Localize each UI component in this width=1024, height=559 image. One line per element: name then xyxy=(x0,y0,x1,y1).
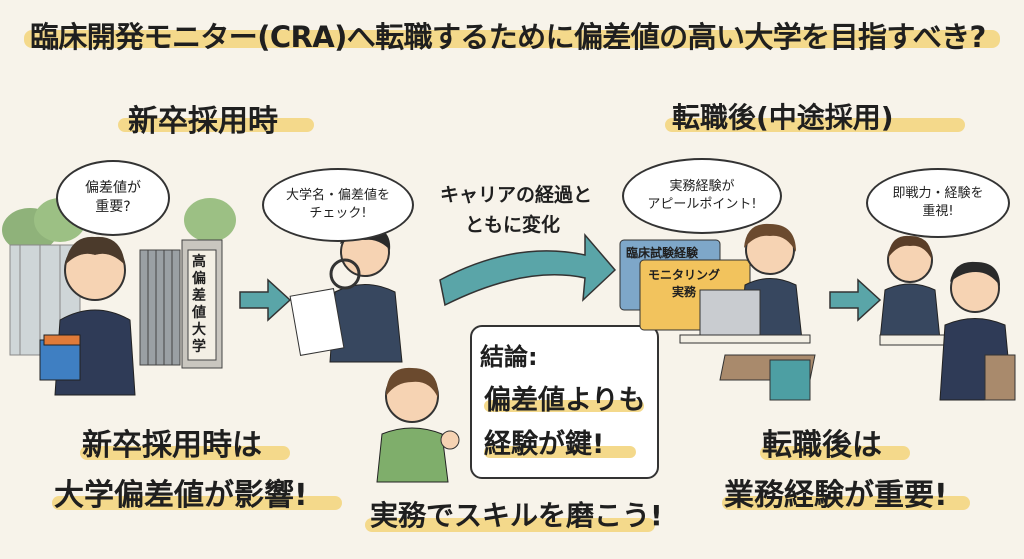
recruiter-speech-bubble: 大学名・偏差値を チェック! xyxy=(262,168,414,242)
folder-label: モニタリング 実務 xyxy=(648,268,721,299)
arrow-right xyxy=(829,278,882,322)
conclusion-line2: 経験が鍵! xyxy=(484,429,605,460)
arrow-left xyxy=(239,278,292,322)
worker-speech-bubble: 実務経験が アピールポイント! xyxy=(622,158,782,234)
left-caption-line2-highlight xyxy=(52,496,342,510)
career-change-arrow xyxy=(439,232,617,307)
title-highlight xyxy=(24,30,1000,48)
left-caption-line1: 新卒採用時は xyxy=(82,428,262,463)
conclusion-line2-highlight xyxy=(484,446,636,458)
gate-sign: 高偏差値大学 xyxy=(192,254,206,355)
student-figure xyxy=(39,236,136,396)
left-heading-highlight xyxy=(118,118,314,132)
left-heading: 新卒採用時 xyxy=(128,104,278,139)
interview-figures xyxy=(879,235,1016,401)
recruiter-figure xyxy=(289,225,403,363)
bottom-caption: 実務でスキルを磨こう! xyxy=(370,499,663,532)
right-heading: 転職後(中途採用) xyxy=(672,101,894,134)
worker-figure xyxy=(619,223,816,401)
left-caption-line2: 大学偏差値が影響! xyxy=(54,478,308,513)
left-caption-line1-highlight xyxy=(80,446,290,460)
bottom-caption-highlight xyxy=(365,518,655,532)
conclusion-label: 結論: xyxy=(480,343,538,371)
arrow-label-line2: ともに変化 xyxy=(465,214,561,236)
right-caption-line1-highlight xyxy=(760,446,910,460)
right-caption-line1: 転職後は xyxy=(762,428,882,463)
right-caption-line2: 業務経験が重要! xyxy=(724,478,948,513)
interviewer-speech-bubble: 即戦力・経験を 重視! xyxy=(866,168,1010,238)
conclusion-line1-highlight xyxy=(484,400,644,412)
conclusion-line1: 偏差値よりも xyxy=(484,385,646,416)
student-speech-bubble: 偏差値が 重要? xyxy=(56,160,170,236)
right-caption-line2-highlight xyxy=(722,496,970,510)
university-gate xyxy=(139,239,223,369)
arrow-label-line1: キャリアの経過と xyxy=(440,184,593,206)
right-heading-highlight xyxy=(665,118,965,132)
advisor-figure xyxy=(376,367,460,483)
page-title: 臨床開発モニター(CRA)へ転職するために偏差値の高い大学を目指すべき? xyxy=(30,20,986,54)
folder-tab: 臨床試験経験 xyxy=(626,246,699,260)
